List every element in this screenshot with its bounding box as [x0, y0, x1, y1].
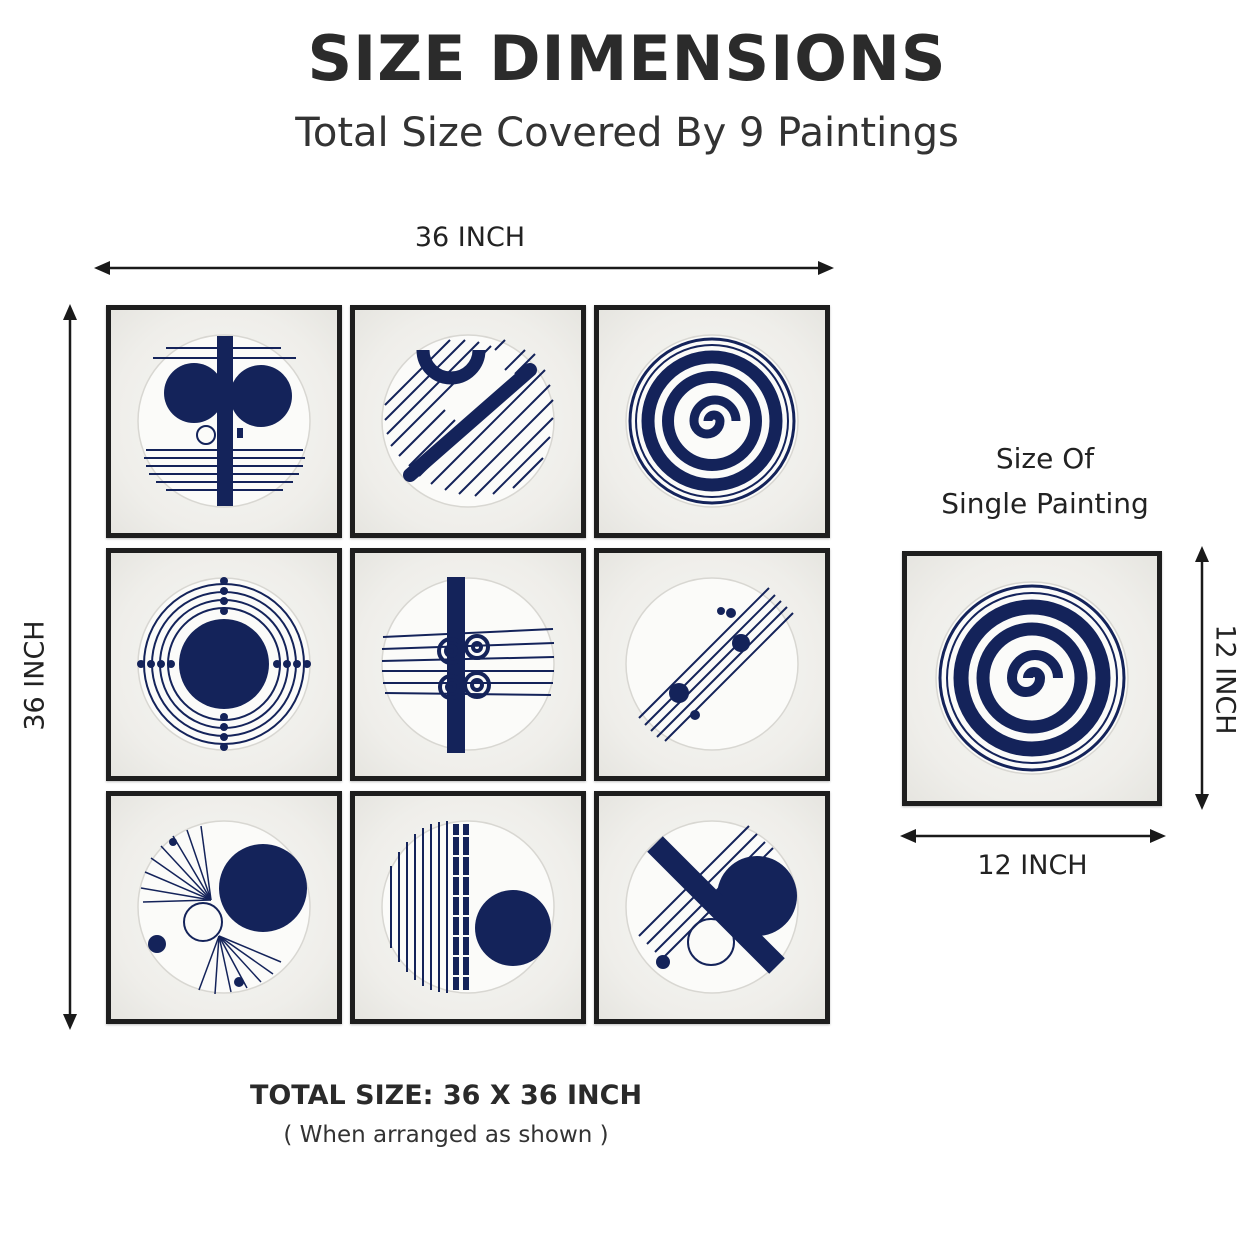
- painting-5: [350, 548, 586, 781]
- painting-1-art: [137, 334, 311, 508]
- painting-3: [594, 305, 830, 538]
- single-height-arrow: [1195, 546, 1209, 810]
- painting-9-art: [625, 820, 799, 994]
- painting-8-art: [381, 820, 555, 994]
- painting-1: [106, 305, 342, 538]
- single-width-label: 12 INCH: [977, 850, 1088, 881]
- painting-6-art: [625, 577, 799, 751]
- single-width-arrow: [900, 829, 1166, 843]
- grid-height-arrow: [63, 304, 77, 1030]
- page-title: SIZE DIMENSIONS: [307, 22, 947, 95]
- single-height-label: 12 INCH: [1209, 624, 1241, 735]
- painting-4-art: [137, 577, 311, 751]
- single-painting-caption: Size Of Single Painting: [930, 436, 1160, 526]
- single-painting-art: [935, 581, 1129, 775]
- painting-2: [350, 305, 586, 538]
- single-caption-line1: Size Of: [995, 442, 1095, 475]
- painting-5-art: [381, 577, 555, 753]
- painting-6: [594, 548, 830, 781]
- painting-7: [106, 791, 342, 1024]
- painting-8: [350, 791, 586, 1024]
- grid-width-arrow: [94, 261, 834, 275]
- painting-2-art: [381, 334, 555, 508]
- total-size-label: TOTAL SIZE: 36 X 36 INCH: [249, 1080, 643, 1111]
- page-subtitle: Total Size Covered By 9 Paintings: [295, 110, 959, 156]
- painting-4: [106, 548, 342, 781]
- painting-3-art: [625, 334, 799, 508]
- painting-7-art: [137, 820, 311, 995]
- painting-9: [594, 791, 830, 1024]
- single-painting: [902, 551, 1162, 806]
- grid-height-label: 36 INCH: [19, 620, 51, 731]
- grid-width-label: 36 INCH: [414, 222, 526, 253]
- single-caption-line2: Single Painting: [941, 487, 1149, 520]
- arrangement-note: ( When arranged as shown ): [283, 1122, 609, 1148]
